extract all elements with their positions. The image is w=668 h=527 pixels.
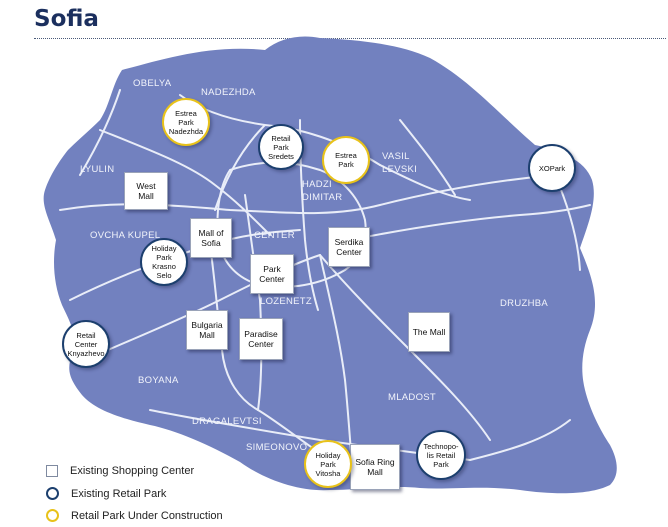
district-dragalevtsi: DRAGALEVTSI [192, 416, 262, 427]
marker-label: Holiday [151, 244, 177, 253]
marker-label: Serdika [334, 237, 364, 247]
marker-label: Estrea [335, 151, 357, 160]
district-simeonovo: SIMEONOVO [246, 442, 307, 453]
marker-label: Retail [76, 330, 96, 340]
legend-label: Existing Retail Park [71, 487, 167, 500]
legend-label: Existing Shopping Center [70, 465, 195, 477]
square-icon [46, 465, 58, 477]
district-center: CENTER [254, 230, 295, 241]
district-nadezhda: NADEZHDA [201, 87, 256, 98]
title-divider [34, 38, 666, 39]
marker-label: Technopo- [423, 441, 459, 451]
district-obelya: OBELYA [133, 78, 172, 89]
legend-retail-park: Existing Retail Park [46, 487, 166, 500]
marker-label: Sredets [268, 151, 294, 161]
marker-label: Selo [156, 271, 172, 280]
marker-label: Center [248, 339, 274, 349]
legend-shopping-center: Existing Shopping Center [46, 465, 194, 477]
marker-label: Mall [138, 191, 154, 201]
district-hadzhi-dimitar-line1: HADZI [302, 179, 332, 190]
marker-label: lis Retail [426, 450, 456, 460]
marker-label: Center [259, 274, 285, 284]
district-lyulin: LYULIN [80, 164, 114, 175]
page-title: Sofia [34, 6, 99, 32]
marker-label: Sofia Ring [355, 457, 395, 467]
district-vasil-levski-line1: VASIL [382, 151, 410, 162]
marker-label: Retail [271, 133, 291, 143]
district-hadzhi-dimitar-line2: DIMITAR [302, 192, 342, 203]
marker-label: The Mall [412, 327, 446, 337]
district-mladost: MLADOST [388, 392, 436, 403]
marker-label: Estrea [175, 108, 197, 118]
marker-the-mall[interactable]: The Mall [408, 312, 450, 352]
marker-label: Park [320, 459, 336, 469]
marker-xopark[interactable]: XOPark [528, 144, 576, 192]
marker-label: Park [263, 264, 281, 274]
circle-icon [46, 509, 59, 522]
marker-label: Holiday [315, 450, 341, 460]
district-vasil-levski-line2: LEVSKI [382, 164, 417, 175]
marker-label: Mall [199, 330, 215, 340]
marker-label: Mall of [198, 228, 224, 238]
marker-label: Park [273, 142, 289, 152]
district-lozenetz: LOZENETZ [260, 296, 312, 307]
marker-label: Park [433, 459, 449, 469]
legend-label: Retail Park Under Construction [71, 509, 223, 522]
marker-label: Paradise [244, 329, 278, 339]
marker-label: Park [338, 160, 354, 169]
marker-label: Krasno [152, 262, 176, 271]
marker-label: Park [178, 117, 194, 127]
marker-label: Center [336, 247, 362, 257]
district-boyana: BOYANA [138, 375, 179, 386]
marker-label: XOPark [538, 163, 566, 173]
district-druzhba: DRUZHBA [500, 298, 548, 309]
marker-label: Knyazhevo [67, 348, 105, 358]
marker-label: Center [74, 339, 98, 349]
marker-label: Park [156, 253, 172, 262]
marker-label: Bulgaria [191, 320, 223, 330]
marker-label: Vitosha [315, 468, 341, 478]
district-ovcha-kupel: OVCHA KUPEL [90, 230, 160, 241]
legend-construction: Retail Park Under Construction [46, 509, 223, 522]
circle-icon [46, 487, 59, 500]
marker-label: Sofia [201, 238, 221, 248]
marker-label: West [136, 181, 156, 191]
marker-label: Nadezhda [168, 126, 204, 136]
marker-label: Mall [367, 467, 383, 477]
